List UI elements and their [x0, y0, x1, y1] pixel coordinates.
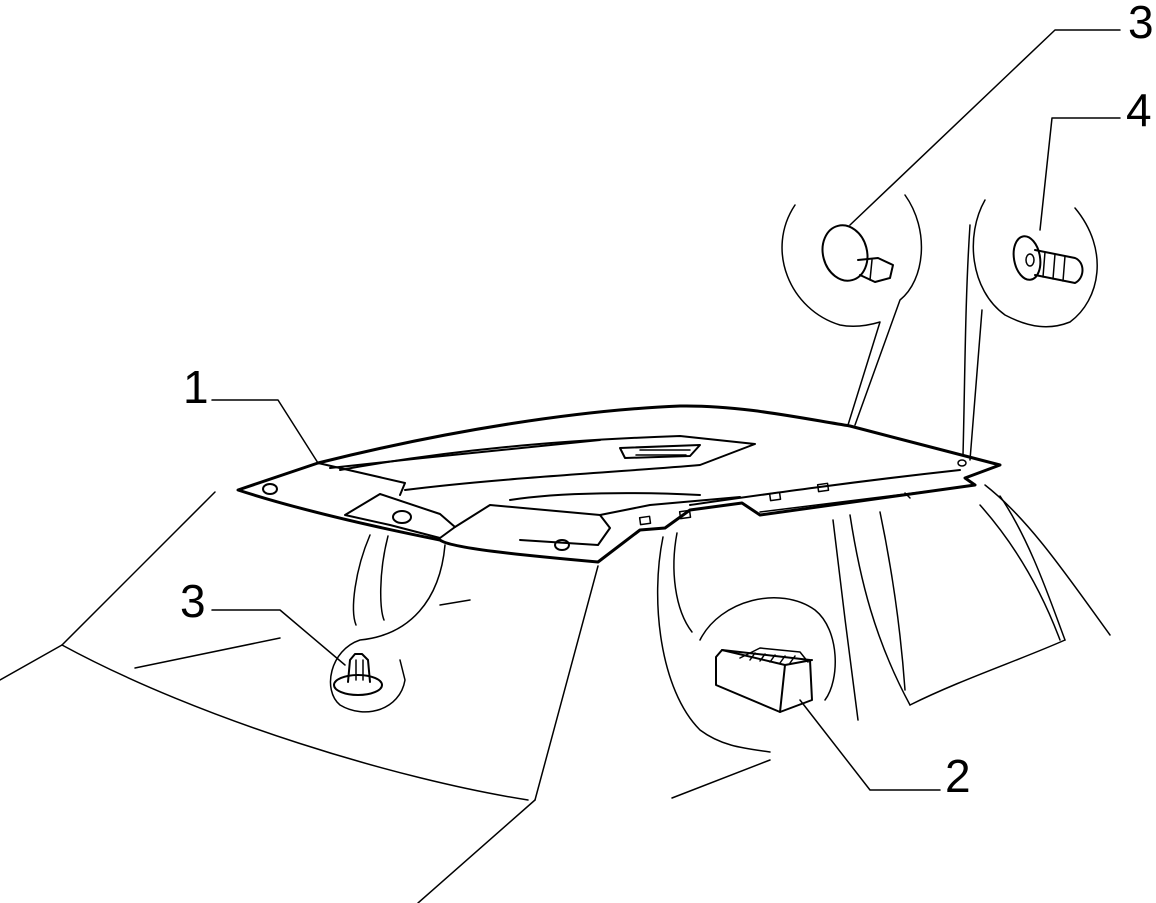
clip-detail-bubble: [781, 194, 923, 426]
car-body-outline: [0, 484, 1111, 903]
callout-3-clip: 3: [1128, 0, 1154, 48]
callout-1-roof-lining: 1: [183, 361, 209, 413]
callout-4-fastener: 4: [1126, 84, 1152, 136]
leader-lines: [211, 29, 1121, 791]
handle-detail-bubble: [699, 597, 836, 713]
clip-left-detail-bubble: [329, 544, 446, 713]
callout-2-grab-handle: 2: [945, 750, 971, 802]
fastener-detail-bubble: [962, 199, 1098, 461]
roof-lining-panel: [236, 404, 1002, 564]
callout-3-clip-left: 3: [180, 575, 206, 627]
